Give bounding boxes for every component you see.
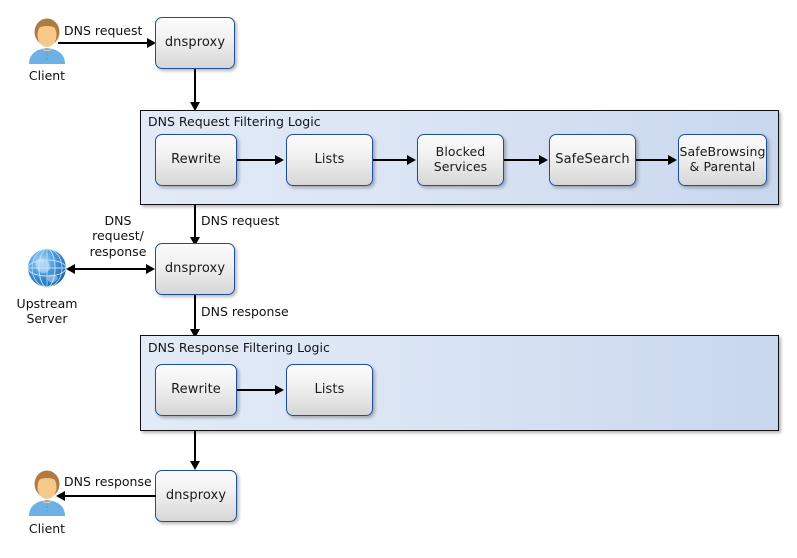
request-stage-safebrowsing-parental-label: SafeBrowsing & Parental xyxy=(679,144,766,174)
dnsproxy-mid-box[interactable]: dnsproxy xyxy=(155,243,235,295)
client-top-caption: Client xyxy=(28,68,66,83)
edge-safesearch-to-safebrowsing-arrowhead xyxy=(668,155,677,165)
request-stage-blocked-services[interactable]: Blocked Services xyxy=(417,134,504,186)
edge-upstream-roundtrip-arrowhead-left xyxy=(66,264,75,274)
edge-response-group-to-dnsproxy-arrowhead xyxy=(190,461,200,470)
response-stage-lists[interactable]: Lists xyxy=(286,364,373,416)
edge-dnsproxy-to-request-group-line xyxy=(194,69,196,105)
edge-response-rewrite-to-lists-arrowhead xyxy=(275,385,284,395)
request-stage-lists[interactable]: Lists xyxy=(286,134,373,186)
edge-upstream-roundtrip-line xyxy=(74,268,148,270)
edge-client-to-dnsproxy-arrowhead xyxy=(147,38,156,48)
edge-request-group-to-dnsproxy-arrowhead xyxy=(190,237,200,246)
dns-response-filtering-title: DNS Response Filtering Logic xyxy=(148,340,330,355)
request-stage-safesearch[interactable]: SafeSearch xyxy=(549,134,636,186)
edge-safesearch-to-safebrowsing-line xyxy=(636,159,670,161)
edge-client-to-dnsproxy-line xyxy=(58,42,148,44)
edge-dnsproxy-to-client-line xyxy=(64,495,156,497)
globe-icon xyxy=(24,245,70,291)
dnsproxy-bottom-label: dnsproxy xyxy=(165,488,227,504)
edge-dnsproxy-to-response-group-line xyxy=(194,295,196,333)
request-stage-rewrite[interactable]: Rewrite xyxy=(155,134,237,186)
response-stage-rewrite[interactable]: Rewrite xyxy=(155,364,237,416)
dns-request-filtering-title: DNS Request Filtering Logic xyxy=(148,114,321,129)
edge-response-rewrite-to-lists-line xyxy=(237,389,277,391)
edge-rewrite-to-lists-arrowhead xyxy=(275,155,284,165)
request-stage-lists-label: Lists xyxy=(314,152,345,168)
person-icon xyxy=(24,16,70,64)
edge-response-group-to-dnsproxy-line xyxy=(194,431,196,465)
edge-upstream-roundtrip-arrowhead-right xyxy=(146,264,155,274)
edge-dnsproxy-to-request-group-arrowhead xyxy=(190,102,200,111)
request-stage-rewrite-label: Rewrite xyxy=(171,152,221,168)
edge-rewrite-to-lists-line xyxy=(237,159,277,161)
dns-response-filtering-group xyxy=(140,335,779,431)
dnsproxy-top-box[interactable]: dnsproxy xyxy=(155,17,235,69)
edge-label-request-group-to-dnsproxy: DNS request xyxy=(201,213,280,228)
response-stage-rewrite-label: Rewrite xyxy=(171,382,221,398)
edge-blocked-to-safesearch-arrowhead xyxy=(539,155,548,165)
dnsproxy-top-label: dnsproxy xyxy=(164,35,226,51)
request-stage-safesearch-label: SafeSearch xyxy=(555,152,630,168)
edge-label-dnsproxy-to-response-group: DNS response xyxy=(201,304,289,319)
dnsproxy-bottom-box[interactable]: dnsproxy xyxy=(155,470,237,522)
edge-lists-to-blocked-line xyxy=(373,159,409,161)
edge-request-group-to-dnsproxy-line xyxy=(194,205,196,241)
edge-dnsproxy-to-client-arrowhead xyxy=(56,491,65,501)
edge-label-client-to-dnsproxy: DNS request xyxy=(64,23,143,38)
edge-label-upstream-roundtrip: DNS request/ response xyxy=(89,213,147,259)
edge-lists-to-blocked-arrowhead xyxy=(407,155,416,165)
person-icon xyxy=(24,468,70,516)
edge-blocked-to-safesearch-line xyxy=(504,159,541,161)
edge-dnsproxy-to-response-group-arrowhead xyxy=(190,329,200,338)
edge-label-dnsproxy-to-client: DNS response xyxy=(64,474,152,489)
client-bottom-caption: Client xyxy=(28,521,66,536)
response-stage-lists-label: Lists xyxy=(314,382,345,398)
request-stage-safebrowsing-parental[interactable]: SafeBrowsing & Parental xyxy=(678,134,767,186)
upstream-server-caption: Upstream Server xyxy=(16,296,78,326)
request-stage-blocked-services-label: Blocked Services xyxy=(433,144,488,174)
dnsproxy-mid-label: dnsproxy xyxy=(164,261,226,277)
